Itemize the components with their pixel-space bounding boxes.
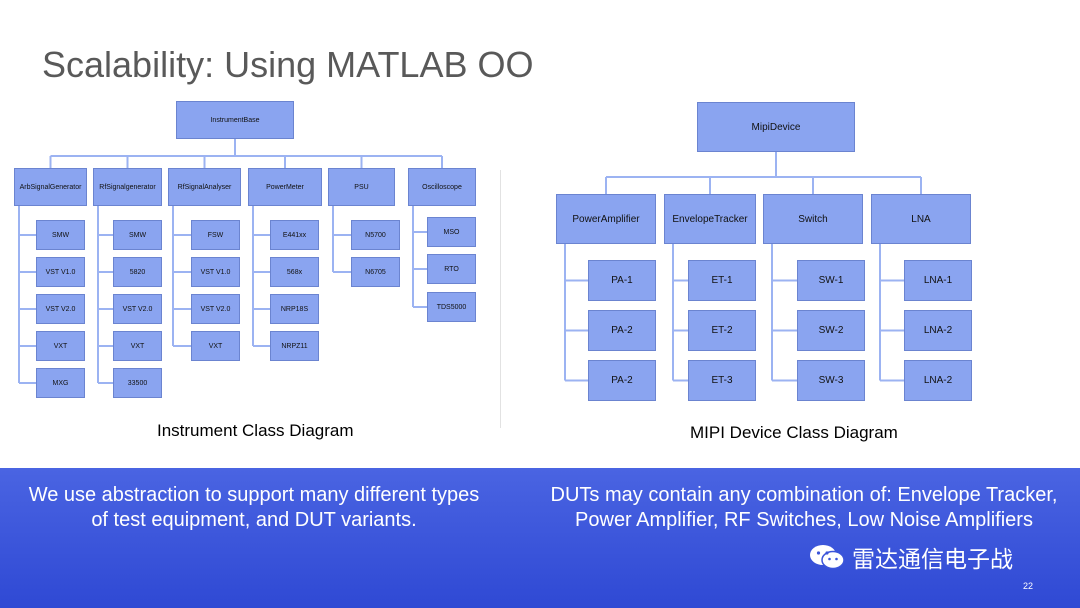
subclass-box: SMW	[113, 220, 162, 250]
subclass-box: NRPZ11	[270, 331, 319, 361]
instrument-diagram-caption: Instrument Class Diagram	[157, 421, 354, 440]
footer-right-text: DUTs may contain any combination of: Env…	[550, 484, 1058, 531]
subclass-box: LNA-2	[904, 360, 972, 401]
subclass-box: VST V2.0	[191, 294, 240, 324]
class-box: ArbSignalGenerator	[14, 168, 87, 206]
wechat-icon	[810, 545, 845, 570]
subclass-box: VXT	[36, 331, 85, 361]
subclass-box: SW-2	[797, 310, 865, 351]
class-box: Oscilloscope	[408, 168, 476, 206]
subclass-box: E441xx	[270, 220, 319, 250]
subclass-box: RTO	[427, 254, 476, 284]
class-box: RfSignalgenerator	[93, 168, 162, 206]
subclass-box: PA-2	[588, 360, 656, 401]
subclass-box: 568x	[270, 257, 319, 287]
subclass-box: PA-2	[588, 310, 656, 351]
subclass-box: ET-3	[688, 360, 756, 401]
subclass-box: ET-2	[688, 310, 756, 351]
subclass-box: N5700	[351, 220, 400, 250]
subclass-box: VXT	[113, 331, 162, 361]
class-box: PSU	[328, 168, 395, 206]
slide-title: Scalability: Using MATLAB OO	[42, 44, 534, 85]
class-box: Switch	[763, 194, 863, 244]
class-box: RfSignalAnalyser	[168, 168, 241, 206]
class-box: LNA	[871, 194, 971, 244]
subclass-box: ET-1	[688, 260, 756, 301]
class-box: PowerAmplifier	[556, 194, 656, 244]
subclass-box: LNA-1	[904, 260, 972, 301]
subclass-box: MSO	[427, 217, 476, 247]
subclass-box: SMW	[36, 220, 85, 250]
subclass-box: SW-3	[797, 360, 865, 401]
subclass-box: VST V2.0	[113, 294, 162, 324]
subclass-box: TDS5000	[427, 292, 476, 322]
subclass-box: NRP18S	[270, 294, 319, 324]
footer-band	[0, 468, 1080, 608]
subclass-box: VXT	[191, 331, 240, 361]
subclass-box: VST V1.0	[36, 257, 85, 287]
footer-left-text: We use abstraction to support many diffe…	[28, 484, 480, 531]
page-number: 22	[1023, 581, 1034, 591]
subclass-box: VST V2.0	[36, 294, 85, 324]
subclass-box: VST V1.0	[191, 257, 240, 287]
subclass-box: SW-1	[797, 260, 865, 301]
mipi-diagram-caption: MIPI Device Class Diagram	[690, 423, 898, 442]
subclass-box: MXG	[36, 368, 85, 398]
subclass-box: 5820	[113, 257, 162, 287]
watermark-text: 雷达通信电子战	[852, 547, 1013, 573]
subclass-box: PA-1	[588, 260, 656, 301]
class-box: EnvelopeTracker	[664, 194, 756, 244]
mipi-device-box: MipiDevice	[697, 102, 855, 152]
watermark: 雷达通信电子战	[808, 540, 1013, 574]
class-box: PowerMeter	[248, 168, 322, 206]
subclass-box: LNA-2	[904, 310, 972, 351]
instrument-base-box: InstrumentBase	[176, 101, 294, 139]
subclass-box: FSW	[191, 220, 240, 250]
diagram-divider	[500, 170, 501, 428]
subclass-box: N6705	[351, 257, 400, 287]
subclass-box: 33500	[113, 368, 162, 398]
